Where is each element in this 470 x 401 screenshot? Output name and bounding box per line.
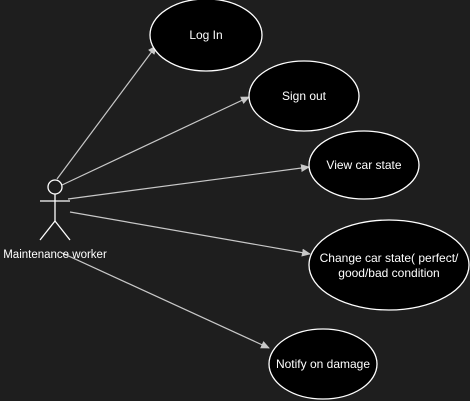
use-case-label: Change car state( perfect/	[320, 251, 459, 265]
use-case-log-in[interactable]: Log In	[149, 0, 263, 72]
actor-maintenance-worker[interactable]: Maintenance worker	[3, 179, 107, 261]
use-case-label: Sign out	[282, 89, 327, 103]
actor-head	[47, 179, 63, 195]
use-case-sign-out[interactable]: Sign out	[248, 60, 360, 132]
use-case-ellipse	[308, 219, 470, 311]
association-log-in	[56, 45, 157, 180]
use-case-label: Notify on damage	[276, 357, 370, 371]
association-view-car-state	[67, 164, 310, 200]
use-case-change-car-state[interactable]: Change car state( perfect/ good/bad cond…	[308, 219, 470, 311]
use-case-label: good/bad condition	[338, 266, 439, 280]
actor-right-leg	[54, 220, 71, 241]
use-case-view-car-state[interactable]: View car state	[308, 130, 420, 200]
use-case-ellipse	[248, 60, 360, 132]
use-case-ellipse	[308, 130, 420, 200]
use-case-ellipse	[149, 0, 263, 72]
association-change-car-state	[69, 211, 311, 257]
actor-label: Maintenance worker	[3, 249, 107, 261]
use-case-notify-on-damage[interactable]: Notify on damage	[268, 328, 378, 400]
actor-left-leg	[39, 220, 56, 241]
use-case-ellipse	[268, 328, 378, 400]
use-case-label: Log In	[189, 28, 222, 42]
use-case-label: View car state	[326, 158, 401, 172]
association-sign-out	[61, 96, 250, 186]
association-notify-on-damage	[61, 252, 270, 349]
